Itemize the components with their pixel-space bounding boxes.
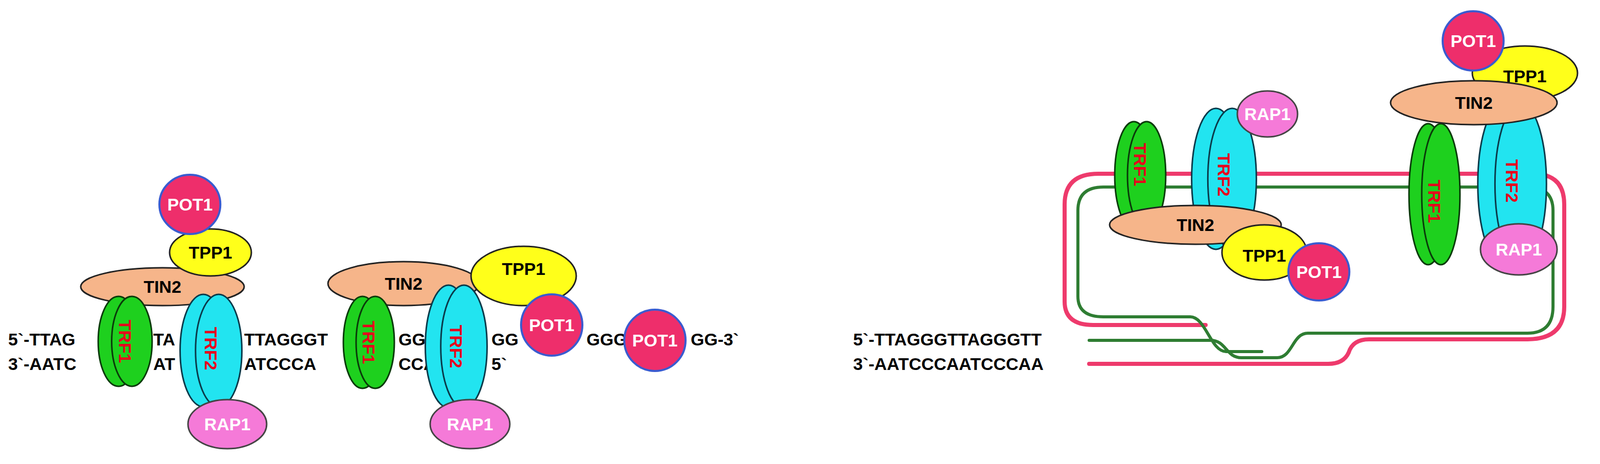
protein-node: TRF1 <box>97 295 154 388</box>
protein-outline <box>521 294 583 356</box>
protein-node: POT1 <box>158 173 222 235</box>
protein-label: RAP1 <box>204 415 251 433</box>
protein-node: POT1 <box>1441 10 1505 72</box>
protein-outline <box>440 285 488 408</box>
protein-label: TIN2 <box>384 274 423 293</box>
protein-outline <box>1494 103 1547 265</box>
protein-outline <box>169 228 252 276</box>
protein-node: TRF2 <box>178 293 244 408</box>
sequence-label: 5`-TTAG <box>8 330 76 348</box>
protein-label: TRF1 <box>1425 179 1444 224</box>
protein-label: TRF2 <box>202 326 220 370</box>
protein-label: RAP1 <box>1244 105 1291 123</box>
sequence-label: 5` <box>491 355 507 373</box>
protein-outline <box>111 296 153 387</box>
protein-node: POT1 <box>623 308 687 372</box>
protein-node: TPP1 <box>168 227 253 277</box>
protein-node: RAP1 <box>186 398 268 450</box>
sequence-label: GG <box>398 330 426 348</box>
protein-node: POT1 <box>520 293 584 357</box>
protein-outline <box>187 399 267 449</box>
sequence-label: TTAGGGT <box>244 330 328 348</box>
protein-outline <box>624 309 686 371</box>
protein-label: POT1 <box>529 316 575 334</box>
protein-label: TPP1 <box>188 243 232 262</box>
sequence-label: ATCCCA <box>244 355 317 373</box>
protein-label: TRF1 <box>360 320 378 365</box>
protein-outline <box>159 174 221 234</box>
protein-outline <box>1442 11 1504 71</box>
protein-label: TPP1 <box>501 260 546 278</box>
sequence-label: 5`-TTAGGGTTAGGGTT <box>853 330 1042 348</box>
protein-node: TRF1 <box>342 295 396 390</box>
protein-label: POT1 <box>1296 263 1343 281</box>
protein-outline <box>1390 80 1558 125</box>
protein-outline <box>195 294 243 407</box>
protein-label: TIN2 <box>1454 93 1493 112</box>
protein-outline <box>1421 123 1461 265</box>
protein-outline <box>1480 223 1558 275</box>
sequence-label: AT <box>153 355 176 373</box>
protein-label: TRF2 <box>1215 152 1233 197</box>
sequence-label: TA <box>153 330 176 348</box>
protein-label: TRF1 <box>116 319 134 364</box>
protein-label: TRF2 <box>1503 158 1521 203</box>
protein-node: RAP1 <box>429 398 511 450</box>
protein-label: RAP1 <box>446 415 494 433</box>
protein-label: TIN2 <box>1176 216 1215 234</box>
protein-label: RAP1 <box>1495 240 1543 258</box>
protein-label: TRF1 <box>1131 142 1149 186</box>
protein-outline <box>430 399 510 449</box>
sequence-label: GGG <box>586 330 627 348</box>
protein-label: POT1 <box>632 331 678 349</box>
protein-node: TRF2 <box>424 284 489 409</box>
protein-node: TIN2 <box>1389 79 1559 126</box>
sequence-label: GG-3` <box>690 330 739 348</box>
sequence-label: 3`-AATC <box>8 355 77 373</box>
protein-label: TIN2 <box>143 277 182 296</box>
protein-node: TRF1 <box>1407 122 1462 266</box>
protein-label: TPP1 <box>1242 246 1286 265</box>
protein-label: TRF2 <box>447 324 465 369</box>
protein-node: RAP1 <box>1236 89 1299 138</box>
protein-outline <box>1237 90 1298 137</box>
protein-node: RAP1 <box>1479 222 1559 276</box>
sequence-label: 3`-AATCCCAATCCCAA <box>853 355 1044 373</box>
protein-outline <box>356 296 395 389</box>
protein-label: POT1 <box>1450 32 1497 50</box>
sequence-label: GG <box>491 330 519 348</box>
protein-label: POT1 <box>167 195 214 214</box>
protein-outline <box>1288 243 1350 301</box>
protein-label: TPP1 <box>1502 67 1547 85</box>
protein-node: POT1 <box>1287 242 1351 302</box>
